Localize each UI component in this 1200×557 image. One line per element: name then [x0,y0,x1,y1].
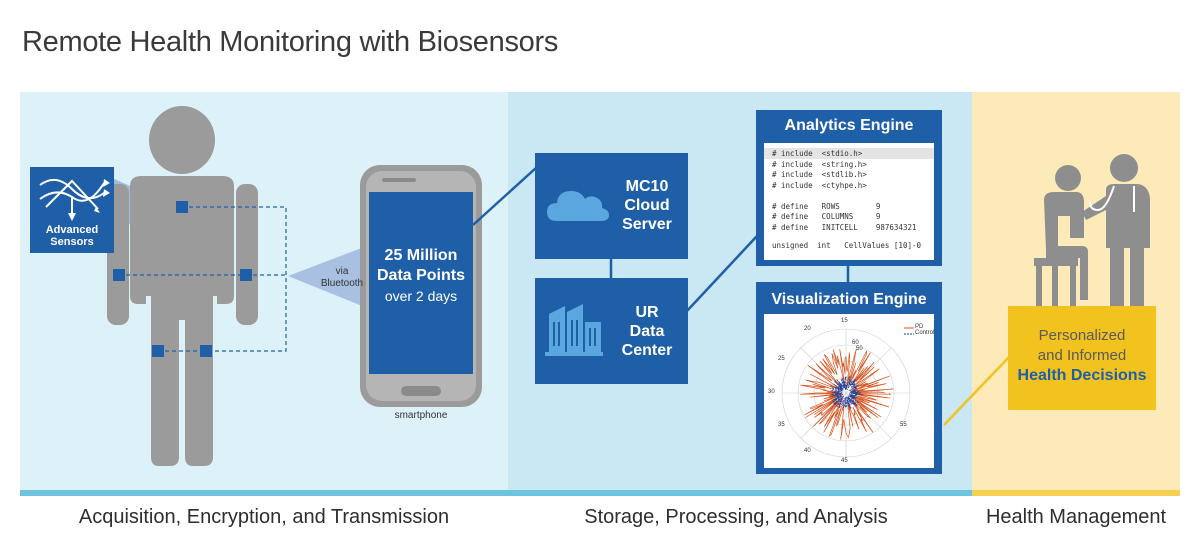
bluetooth-line-2: Bluetooth [320,278,364,289]
sensor-arrows-icon [39,178,110,221]
sensor-node-right-arm [240,269,252,281]
advanced-sensors-label: Advanced Sensors [30,224,114,248]
analytics-code-panel: # include <stdio.h> # include <string.h>… [764,143,934,260]
data-center-label: UR Data Center [606,303,688,360]
legend-label-pd: PD [915,324,924,330]
angle-label: 15 [841,318,848,324]
section-divider-blue [20,490,972,496]
sensor-node-chest [176,201,188,213]
phone-line-2: Data Points [376,267,465,284]
human-figure [107,106,258,466]
polar-series-group [800,348,894,440]
angle-label: 40 [804,448,811,454]
sensor-nodes [113,201,252,357]
bluetooth-label: via Bluetooth [310,266,374,290]
polar-plot-svg [781,327,914,458]
smartphone-label: smartphone [394,410,448,421]
angle-label: 45 [841,458,848,464]
sensor-network-lines [119,206,287,352]
health-decisions-box [1008,306,1156,410]
legend-label-control: Control [915,330,935,336]
page-title: Remote Health Monitoring with Biosensors [22,26,559,58]
sensor-label-line-1: Advanced [45,224,99,236]
phone-screen-text: 25 Million Data Points over 2 days [369,246,473,306]
code-line: # define INITCELL 987634321 [772,222,917,232]
section-label-management: Health Management [985,506,1167,528]
cloud-icon [547,191,609,221]
data-center-box [535,278,688,384]
visualization-engine-title: Visualization Engine [771,291,927,308]
code-highlight [764,148,934,159]
dc-line-3: Center [621,342,673,359]
code-line: unsigned int CellValues [10]-0 [772,241,922,250]
sensor-node-right-leg [200,345,212,357]
cloud-line-3: Server [622,216,672,233]
sensor-node-left-leg [152,345,164,357]
connectors [472,166,850,313]
health-line-2: and Informed [1037,347,1127,364]
doctor-patient-icon [1034,154,1150,306]
sensor-label-line-2: Sensors [50,236,94,248]
angle-label: 55 [900,422,907,428]
angle-label: 25 [778,356,785,362]
cloud-line-1: MC10 [625,178,669,195]
angle-label: 60 [852,340,859,346]
health-connector [943,355,1011,426]
sensor-node-left-arm [113,269,125,281]
code-line: # define ROWS 9 [772,201,881,211]
section-label-storage: Storage, Processing, and Analysis [584,506,888,528]
dc-line-2: Data [629,323,665,340]
angle-label: 35 [778,422,785,428]
phone-line-1: 25 Million [384,247,458,264]
code-line: # include <stdio.h> [772,149,863,158]
code-line: # include <string.h> [772,159,867,169]
angle-label: 30 [768,389,775,395]
polar-legend [904,327,914,335]
cloud-line-2: Cloud [624,197,670,214]
section-divider-yellow [972,490,1180,496]
data-center-icon [545,304,603,356]
advanced-sensors-box [30,167,114,253]
angle-label: 20 [804,326,811,332]
cloud-server-box [535,153,688,259]
code-line: # include <stdlib.h> [772,170,867,179]
phone-line-3: over 2 days [384,288,458,304]
analytics-engine-title: Analytics Engine [784,117,914,134]
code-line: # include <ctyhpe.h> [772,180,867,190]
cloud-server-label: MC10 Cloud Server [606,177,688,234]
code-line: # define COLUMNS 9 [772,212,881,221]
smartphone-graphic [360,165,482,407]
polar-plot: PD Control 15 20 25 30 35 40 45 50 55 60 [764,314,934,468]
dc-line-1: UR [635,304,659,321]
health-line-3: Health Decisions [1017,367,1147,384]
bluetooth-beam [288,244,372,310]
section-label-acquisition: Acquisition, Encryption, and Transmissio… [78,506,450,528]
pd-trace [800,348,894,440]
angle-label: 50 [856,346,863,352]
health-line-1: Personalized [1038,327,1126,344]
bluetooth-line-1: via [335,266,349,277]
control-trace [830,375,863,410]
